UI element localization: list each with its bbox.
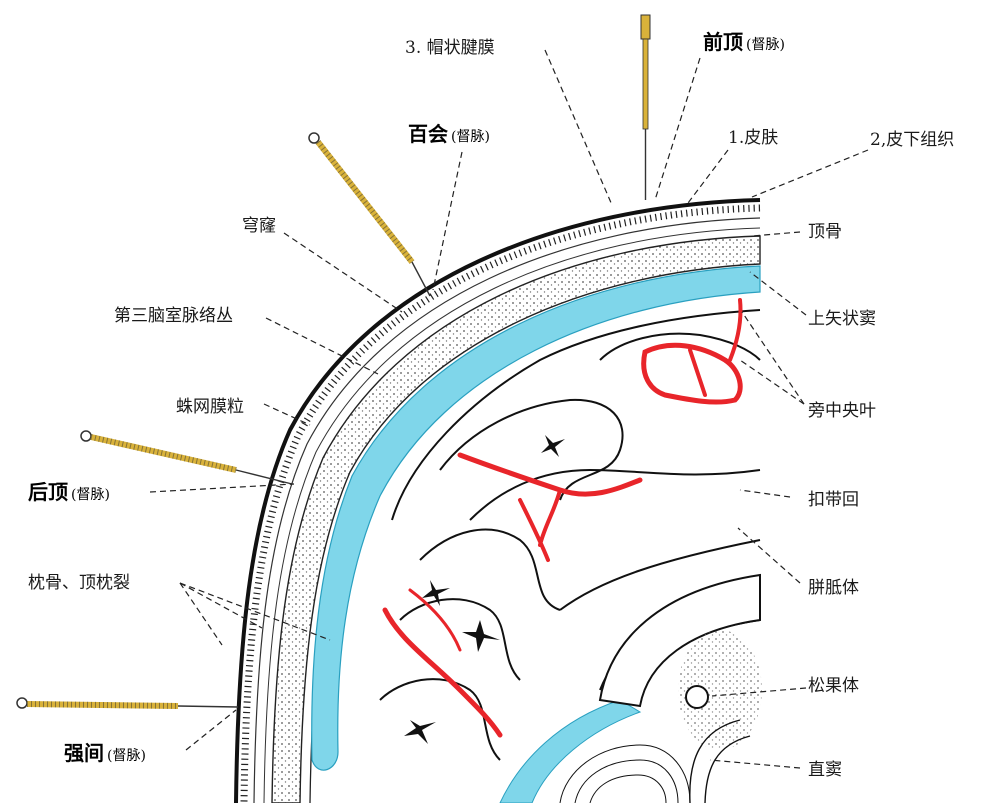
acupoint-name-qiangjian: 强间 bbox=[64, 741, 104, 765]
label-sup-sagittal-sinus: 上矢状窦 bbox=[808, 309, 876, 329]
needle-qiangjian bbox=[17, 698, 238, 708]
csf-band-lower bbox=[500, 700, 640, 803]
needle-qianding bbox=[641, 15, 650, 200]
label-straight-sinus: 直窦 bbox=[808, 760, 842, 780]
acupoint-name-houding: 后顶 bbox=[28, 480, 68, 504]
label-qiangjian: 强间(督脉) bbox=[64, 743, 146, 766]
label-corpus-callosum: 胼胝体 bbox=[808, 578, 859, 598]
label-qianding: 前顶(督脉) bbox=[703, 32, 785, 55]
label-skull: 顶骨 bbox=[808, 222, 842, 242]
label-choroid-plexus: 第三脑室脉络丛 bbox=[114, 306, 233, 326]
label-vault: 穹窿 bbox=[242, 216, 276, 236]
meridian-houding: (督脉) bbox=[71, 487, 110, 503]
label-houding: 后顶(督脉) bbox=[28, 482, 110, 505]
label-subcutaneous: 2,皮下组织 bbox=[870, 130, 954, 150]
label-galea: 3. 帽状腱膜 bbox=[405, 38, 495, 58]
label-arachnoid-granulation: 蛛网膜粒 bbox=[176, 397, 244, 417]
acupoint-name-qianding: 前顶 bbox=[703, 30, 743, 54]
meridian-qianding: (督脉) bbox=[746, 37, 785, 53]
label-pineal-body: 松果体 bbox=[808, 676, 859, 696]
meridian-baihui: (督脉) bbox=[451, 129, 490, 145]
label-skin: 1.皮肤 bbox=[728, 128, 778, 148]
label-paracentral-lobule: 旁中央叶 bbox=[808, 401, 876, 421]
meridian-qiangjian: (督脉) bbox=[107, 748, 146, 764]
acupoint-name-baihui: 百会 bbox=[408, 122, 448, 146]
label-suture: 枕骨、顶枕裂 bbox=[28, 573, 130, 593]
label-cingulate-gyrus: 扣带回 bbox=[808, 490, 859, 510]
needle-houding bbox=[81, 431, 292, 484]
label-baihui: 百会(督脉) bbox=[408, 124, 490, 147]
needle-baihui bbox=[309, 133, 430, 296]
pineal-body bbox=[686, 686, 708, 708]
cerebellum-folia bbox=[560, 745, 690, 803]
